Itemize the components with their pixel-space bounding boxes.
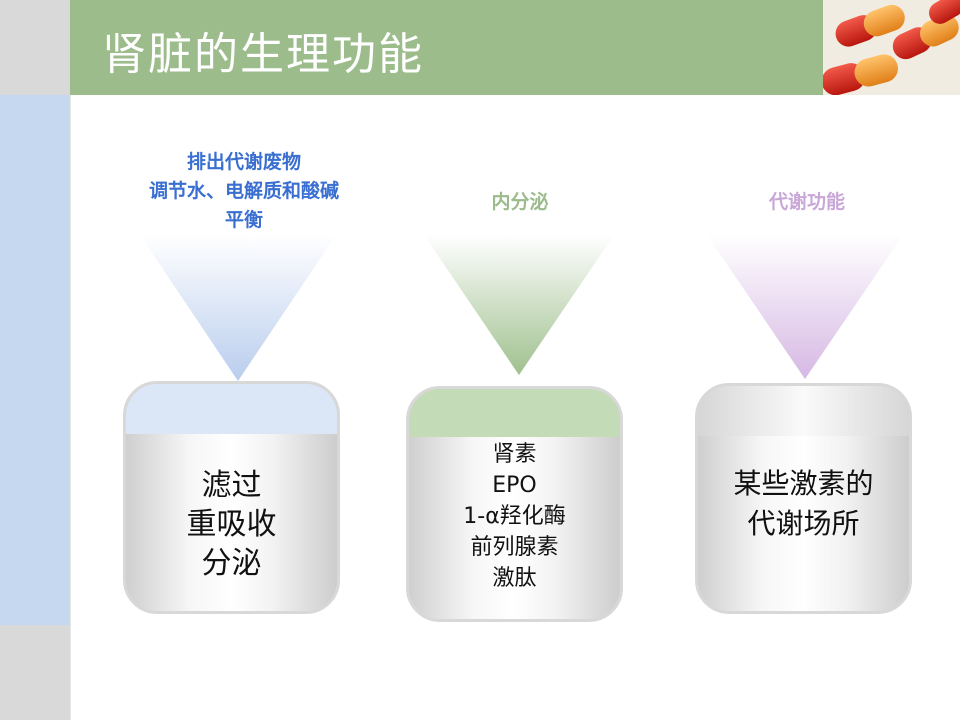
- label-excretion-line: 排出代谢废物: [186, 151, 301, 173]
- left-divider: [70, 95, 71, 720]
- label-excretion: 排出代谢废物 调节水、电解质和酸碱 平衡: [110, 148, 378, 235]
- left-gray-block-top: [0, 0, 70, 95]
- pill-capsules-image: [823, 0, 960, 95]
- card-line: 激肽: [492, 566, 537, 591]
- funnel-green: [424, 235, 614, 375]
- card-line: 前列腺素: [470, 535, 559, 560]
- label-endocrine: 内分泌: [440, 188, 600, 217]
- label-excretion-line: 调节水、电解质和酸碱: [148, 180, 339, 202]
- card-line: 肾素: [492, 442, 537, 467]
- card-line: 某些激素的: [733, 467, 874, 500]
- label-endocrine-line: 内分泌: [491, 191, 549, 213]
- card-filtration: 滤过 重吸收 分泌: [123, 381, 340, 614]
- card-line: EPO: [492, 473, 537, 498]
- card-line: 分泌: [201, 546, 262, 581]
- label-metabolism-line: 代谢功能: [768, 191, 845, 213]
- card-text: 肾素 EPO 1-α羟化酶 前列腺素 激肽: [409, 439, 620, 594]
- card-cap: [698, 386, 909, 436]
- left-gray-block-bottom: [0, 625, 70, 720]
- card-line: 滤过: [201, 468, 262, 503]
- card-cap: [409, 389, 620, 437]
- label-excretion-line: 平衡: [224, 209, 263, 231]
- card-line: 代谢场所: [747, 507, 860, 540]
- card-cap: [126, 384, 337, 434]
- card-text: 某些激素的 代谢场所: [698, 464, 909, 544]
- title-bar: [70, 0, 823, 95]
- card-line: 1-α羟化酶: [463, 504, 566, 529]
- funnel-purple: [707, 235, 903, 379]
- left-blue-bar: [0, 95, 70, 625]
- funnel-blue: [140, 235, 336, 381]
- card-line: 重吸收: [186, 507, 277, 542]
- card-metabolism: 某些激素的 代谢场所: [695, 383, 912, 614]
- slide-title: 肾脏的生理功能: [102, 29, 424, 80]
- label-metabolism: 代谢功能: [722, 188, 892, 217]
- card-text: 滤过 重吸收 分泌: [126, 466, 337, 583]
- card-endocrine: 肾素 EPO 1-α羟化酶 前列腺素 激肽: [406, 386, 623, 622]
